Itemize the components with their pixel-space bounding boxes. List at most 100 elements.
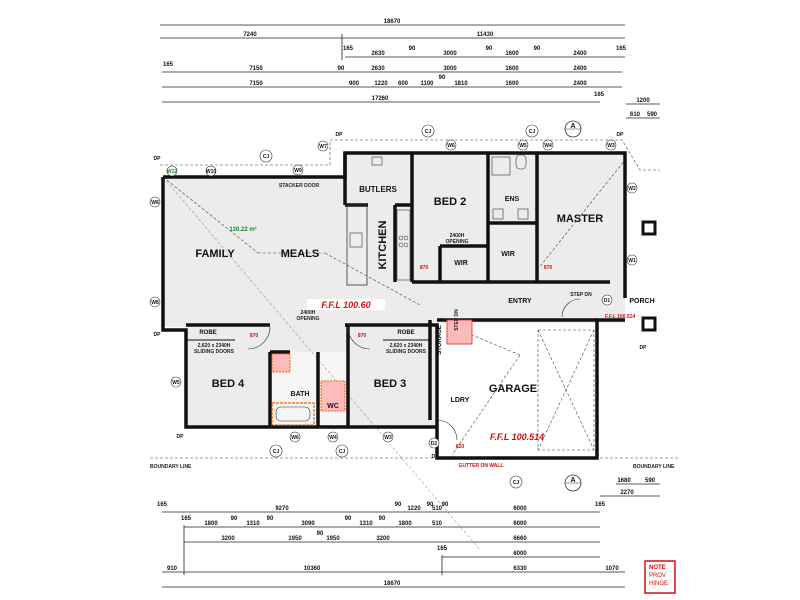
- dim: 3000: [443, 66, 457, 72]
- dim: 90: [379, 516, 386, 522]
- dim: 6000: [513, 521, 527, 527]
- gutter-label: GUTTER ON WALL: [459, 463, 504, 469]
- sliding-door-label: SLIDING DOORS: [386, 349, 427, 355]
- dim: 1310: [359, 521, 373, 527]
- dim: 90: [486, 46, 493, 52]
- dim: 510: [432, 521, 443, 527]
- note-line: NOTE: [649, 565, 666, 571]
- dim: 90: [409, 46, 416, 52]
- step-down-label: STEP DN: [454, 309, 460, 331]
- stacker-door-label: STACKER DOOR: [279, 183, 320, 189]
- note-box: NOTE PROV HINGE: [644, 560, 676, 594]
- sliding-door-label: SLIDING DOORS: [194, 349, 235, 355]
- dim: 1600: [505, 66, 519, 72]
- downpipe-tags: DP DP DP DP DP DP DP: [154, 132, 648, 460]
- dim: 2270: [620, 490, 634, 496]
- cj-tag: CJ: [263, 154, 270, 160]
- sliding-door-label: 2,620 x 2340H: [198, 343, 231, 349]
- door-size: 870: [358, 333, 367, 339]
- dim: 6000: [513, 551, 527, 557]
- room-garage: GARAGE: [489, 383, 537, 395]
- window-tag: W3: [607, 143, 615, 149]
- annotations: STACKER DOOR 130.22 m² F.F.L 100.60 F.F.…: [150, 183, 675, 470]
- dim: 90: [317, 531, 324, 537]
- dim: 90: [231, 516, 238, 522]
- room-robe-bed3: ROBE: [397, 330, 414, 336]
- dim: 610: [630, 112, 641, 118]
- dim: 90: [427, 502, 434, 508]
- dp-tag: DP: [640, 345, 648, 351]
- dim: 1950: [326, 536, 340, 542]
- window-tags: W12 W10 W9 W8 W8 W7 W6 W5 W4 W3 W2 W1 W5…: [149, 139, 638, 443]
- dim: 1800: [398, 521, 412, 527]
- window-tag: W12: [167, 169, 178, 175]
- dim: 90: [442, 502, 449, 508]
- dim: 1680: [617, 478, 631, 484]
- door-size: 870: [420, 265, 429, 271]
- room-kitchen: KITCHEN: [377, 221, 389, 270]
- window-tag: W9: [294, 168, 302, 174]
- dim: 9270: [275, 506, 289, 512]
- walls: [161, 151, 657, 460]
- dim: 165: [594, 92, 605, 98]
- boundary-line-left: BOUNDARY LINE: [150, 464, 192, 470]
- window-tag: W8: [151, 300, 159, 306]
- window-tag: W6: [447, 143, 455, 149]
- cj-tag: CJ: [513, 480, 520, 486]
- dim: 3000: [443, 51, 457, 57]
- dim: 600: [398, 81, 409, 87]
- door-tag: D1: [604, 298, 611, 304]
- dim: 590: [647, 112, 658, 118]
- dim: 510: [432, 506, 443, 512]
- dim: 1070: [605, 566, 619, 572]
- cj-tag: CJ: [425, 129, 432, 135]
- opening-label: 2400H: [301, 310, 316, 316]
- dim: 900: [349, 81, 360, 87]
- cj-tag: CJ: [529, 129, 536, 135]
- dim: 590: [645, 478, 656, 484]
- room-ldry: LDRY: [451, 397, 470, 404]
- note-line: HINGE: [649, 581, 668, 587]
- dim: 165: [437, 546, 448, 552]
- bottom-dimensions: 1680 590 2270 165 9270 90 1220 90 510 90…: [157, 478, 660, 588]
- dim-overall-top: 18670: [384, 19, 401, 25]
- dim: 90: [395, 502, 402, 508]
- dim: 3200: [221, 536, 235, 542]
- section-markers: A A: [564, 120, 582, 492]
- dim: 6330: [513, 566, 527, 572]
- dp-tag: DP: [336, 132, 344, 138]
- dim: 90: [267, 516, 274, 522]
- dim: 1310: [246, 521, 260, 527]
- dp-tag: DP: [177, 434, 185, 440]
- dim: 165: [616, 46, 627, 52]
- section-marker: A: [570, 477, 575, 484]
- dim: 1220: [374, 81, 388, 87]
- door-size: 870: [544, 265, 553, 271]
- ffl-porch: F.F.L 100.514: [605, 314, 635, 320]
- dim: 90: [345, 516, 352, 522]
- step-down-label: STEP DN: [570, 292, 592, 298]
- dim: 910: [167, 566, 178, 572]
- door-tags: D1 D2: [428, 294, 613, 449]
- opening-label: 2400H: [450, 233, 465, 239]
- window-tag: W4: [329, 435, 337, 441]
- opening-label: OPENING: [296, 316, 319, 322]
- room-bed2: BED 2: [434, 196, 466, 208]
- dim: 2630: [371, 66, 385, 72]
- dp-tag: DP: [154, 156, 162, 162]
- window-tag: W5: [172, 380, 180, 386]
- dim: 1200: [636, 98, 650, 104]
- dim: 11430: [477, 32, 494, 38]
- room-bed4: BED 4: [212, 378, 245, 390]
- section-marker: A: [570, 123, 575, 130]
- sliding-door-label: 2,620 x 2340H: [390, 343, 423, 349]
- window-tag: W7: [319, 144, 327, 150]
- dim: 2400: [573, 81, 587, 87]
- room-porch: PORCH: [629, 298, 654, 305]
- dim: 2400: [573, 51, 587, 57]
- area-label: 130.22 m²: [229, 226, 256, 233]
- room-wc: WC: [327, 403, 339, 410]
- dp-tag: DP: [617, 132, 625, 138]
- floor-areas: [163, 153, 625, 427]
- control-joint-tags: CJ CJ CJ CJ CJ CJ: [259, 124, 539, 489]
